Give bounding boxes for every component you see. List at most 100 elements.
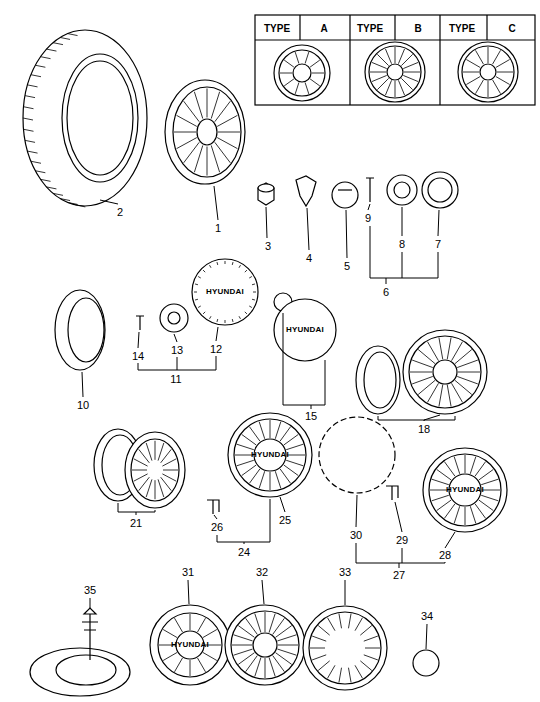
callout-number: 32 xyxy=(255,566,269,578)
spoke-stroke xyxy=(428,383,439,402)
tire xyxy=(23,30,147,206)
spoke-stroke xyxy=(458,372,480,373)
spoke-stroke xyxy=(253,292,256,293)
spoke-stroke xyxy=(215,101,231,122)
spoke-stroke xyxy=(203,312,205,314)
spoke-stroke xyxy=(155,480,156,499)
callout-number: 29 xyxy=(395,534,409,546)
spoke-stroke xyxy=(348,668,351,683)
spoke-stroke xyxy=(360,626,371,636)
spoke-stroke xyxy=(432,479,449,485)
spoke-stroke xyxy=(493,50,501,64)
spoke-stroke xyxy=(210,316,212,319)
spoke-stroke xyxy=(452,383,463,402)
spoke-stroke xyxy=(41,179,51,181)
spoke-stroke xyxy=(348,614,351,629)
spoke-stroke xyxy=(245,270,247,272)
spoke-stroke xyxy=(163,470,178,471)
spoke-stroke xyxy=(360,661,371,671)
spoke-stroke xyxy=(198,618,206,632)
spoke-stroke xyxy=(455,350,472,364)
spoke-stroke xyxy=(194,92,202,119)
spoke-stroke xyxy=(242,434,257,445)
spoke-stroke xyxy=(276,626,292,638)
spoke-stroke xyxy=(493,80,501,94)
spare-wheel-bolt xyxy=(30,608,130,696)
spoke-stroke xyxy=(470,506,476,523)
spoke-stroke xyxy=(158,443,164,461)
spoke-stroke xyxy=(190,614,191,630)
spoke-stroke xyxy=(155,441,156,460)
center-cap-set xyxy=(136,259,258,332)
spoke-stroke xyxy=(146,443,152,461)
spoke-stroke xyxy=(232,262,234,265)
spoke-stroke xyxy=(211,92,219,119)
spoke-stroke xyxy=(437,469,452,480)
spoke-stroke xyxy=(28,151,38,153)
spoke-stroke xyxy=(53,193,63,195)
spoke-stroke xyxy=(439,385,443,407)
spoke-stroke xyxy=(198,277,201,279)
spoke-stroke xyxy=(430,490,448,491)
spoke-stroke xyxy=(175,618,183,632)
callout-number: 10 xyxy=(76,399,90,411)
spoke-stroke xyxy=(184,101,200,122)
spoke-stroke xyxy=(412,360,433,368)
spoke-stroke xyxy=(216,319,218,322)
spoke-stroke xyxy=(210,265,212,268)
spoke-stroke xyxy=(24,107,34,109)
spoke-stroke xyxy=(161,449,172,462)
wheel xyxy=(165,80,245,184)
callout-number: 4 xyxy=(305,252,313,264)
spoke-stroke xyxy=(444,462,455,477)
table-header: A xyxy=(319,23,328,34)
spoke-stroke xyxy=(174,132,196,133)
wheel-cover xyxy=(356,330,487,414)
spoke-stroke xyxy=(265,658,266,678)
spoke-stroke xyxy=(68,202,78,204)
trim-ring xyxy=(55,290,105,370)
spoke-stroke xyxy=(242,465,257,476)
spoke-stroke xyxy=(355,665,363,678)
spoke-stroke xyxy=(198,306,201,308)
logo-text: HYUNDAI xyxy=(250,451,290,460)
callout-number: 21 xyxy=(129,517,143,529)
spoke-stroke xyxy=(60,37,70,39)
spoke-stroke xyxy=(339,614,342,629)
spoke-stroke xyxy=(177,138,197,149)
spoke-stroke xyxy=(53,43,63,45)
logo-text: HYUNDAI xyxy=(285,326,325,335)
wheel-covers xyxy=(150,605,439,690)
spoke-stroke xyxy=(385,80,391,95)
callout-number: 26 xyxy=(210,521,224,533)
spoke-stroke xyxy=(398,49,404,64)
spoke-stroke xyxy=(162,459,176,466)
spoke-stroke xyxy=(284,60,294,67)
callout-number: 18 xyxy=(417,423,431,435)
spoke-stroke xyxy=(284,434,299,445)
spoke-stroke xyxy=(401,78,412,89)
spoke-stroke xyxy=(410,372,432,373)
leader-lines xyxy=(82,186,455,649)
spoke-stroke xyxy=(259,422,265,439)
spoke-stroke xyxy=(75,205,85,207)
spoke-stroke xyxy=(139,449,150,462)
spoke-stroke xyxy=(457,360,478,368)
table-header: B xyxy=(413,23,422,34)
spoke-stroke xyxy=(479,469,494,480)
callout-number: 25 xyxy=(278,514,292,526)
spoke-stroke xyxy=(277,649,296,655)
callout-number: 33 xyxy=(338,566,352,578)
spoke-stroke xyxy=(237,460,254,466)
spoke-stroke xyxy=(246,618,258,634)
callout-number: 34 xyxy=(420,610,434,622)
spoke-stroke xyxy=(249,306,252,308)
spoke-stroke xyxy=(488,47,489,63)
spoke-stroke xyxy=(217,138,237,149)
callout-number: 31 xyxy=(181,566,195,578)
spoke-stroke xyxy=(355,618,363,631)
spoke-stroke xyxy=(447,385,451,407)
spoke-stroke xyxy=(372,75,387,81)
spoke-stroke xyxy=(466,77,480,85)
spoke-stroke xyxy=(404,72,420,73)
